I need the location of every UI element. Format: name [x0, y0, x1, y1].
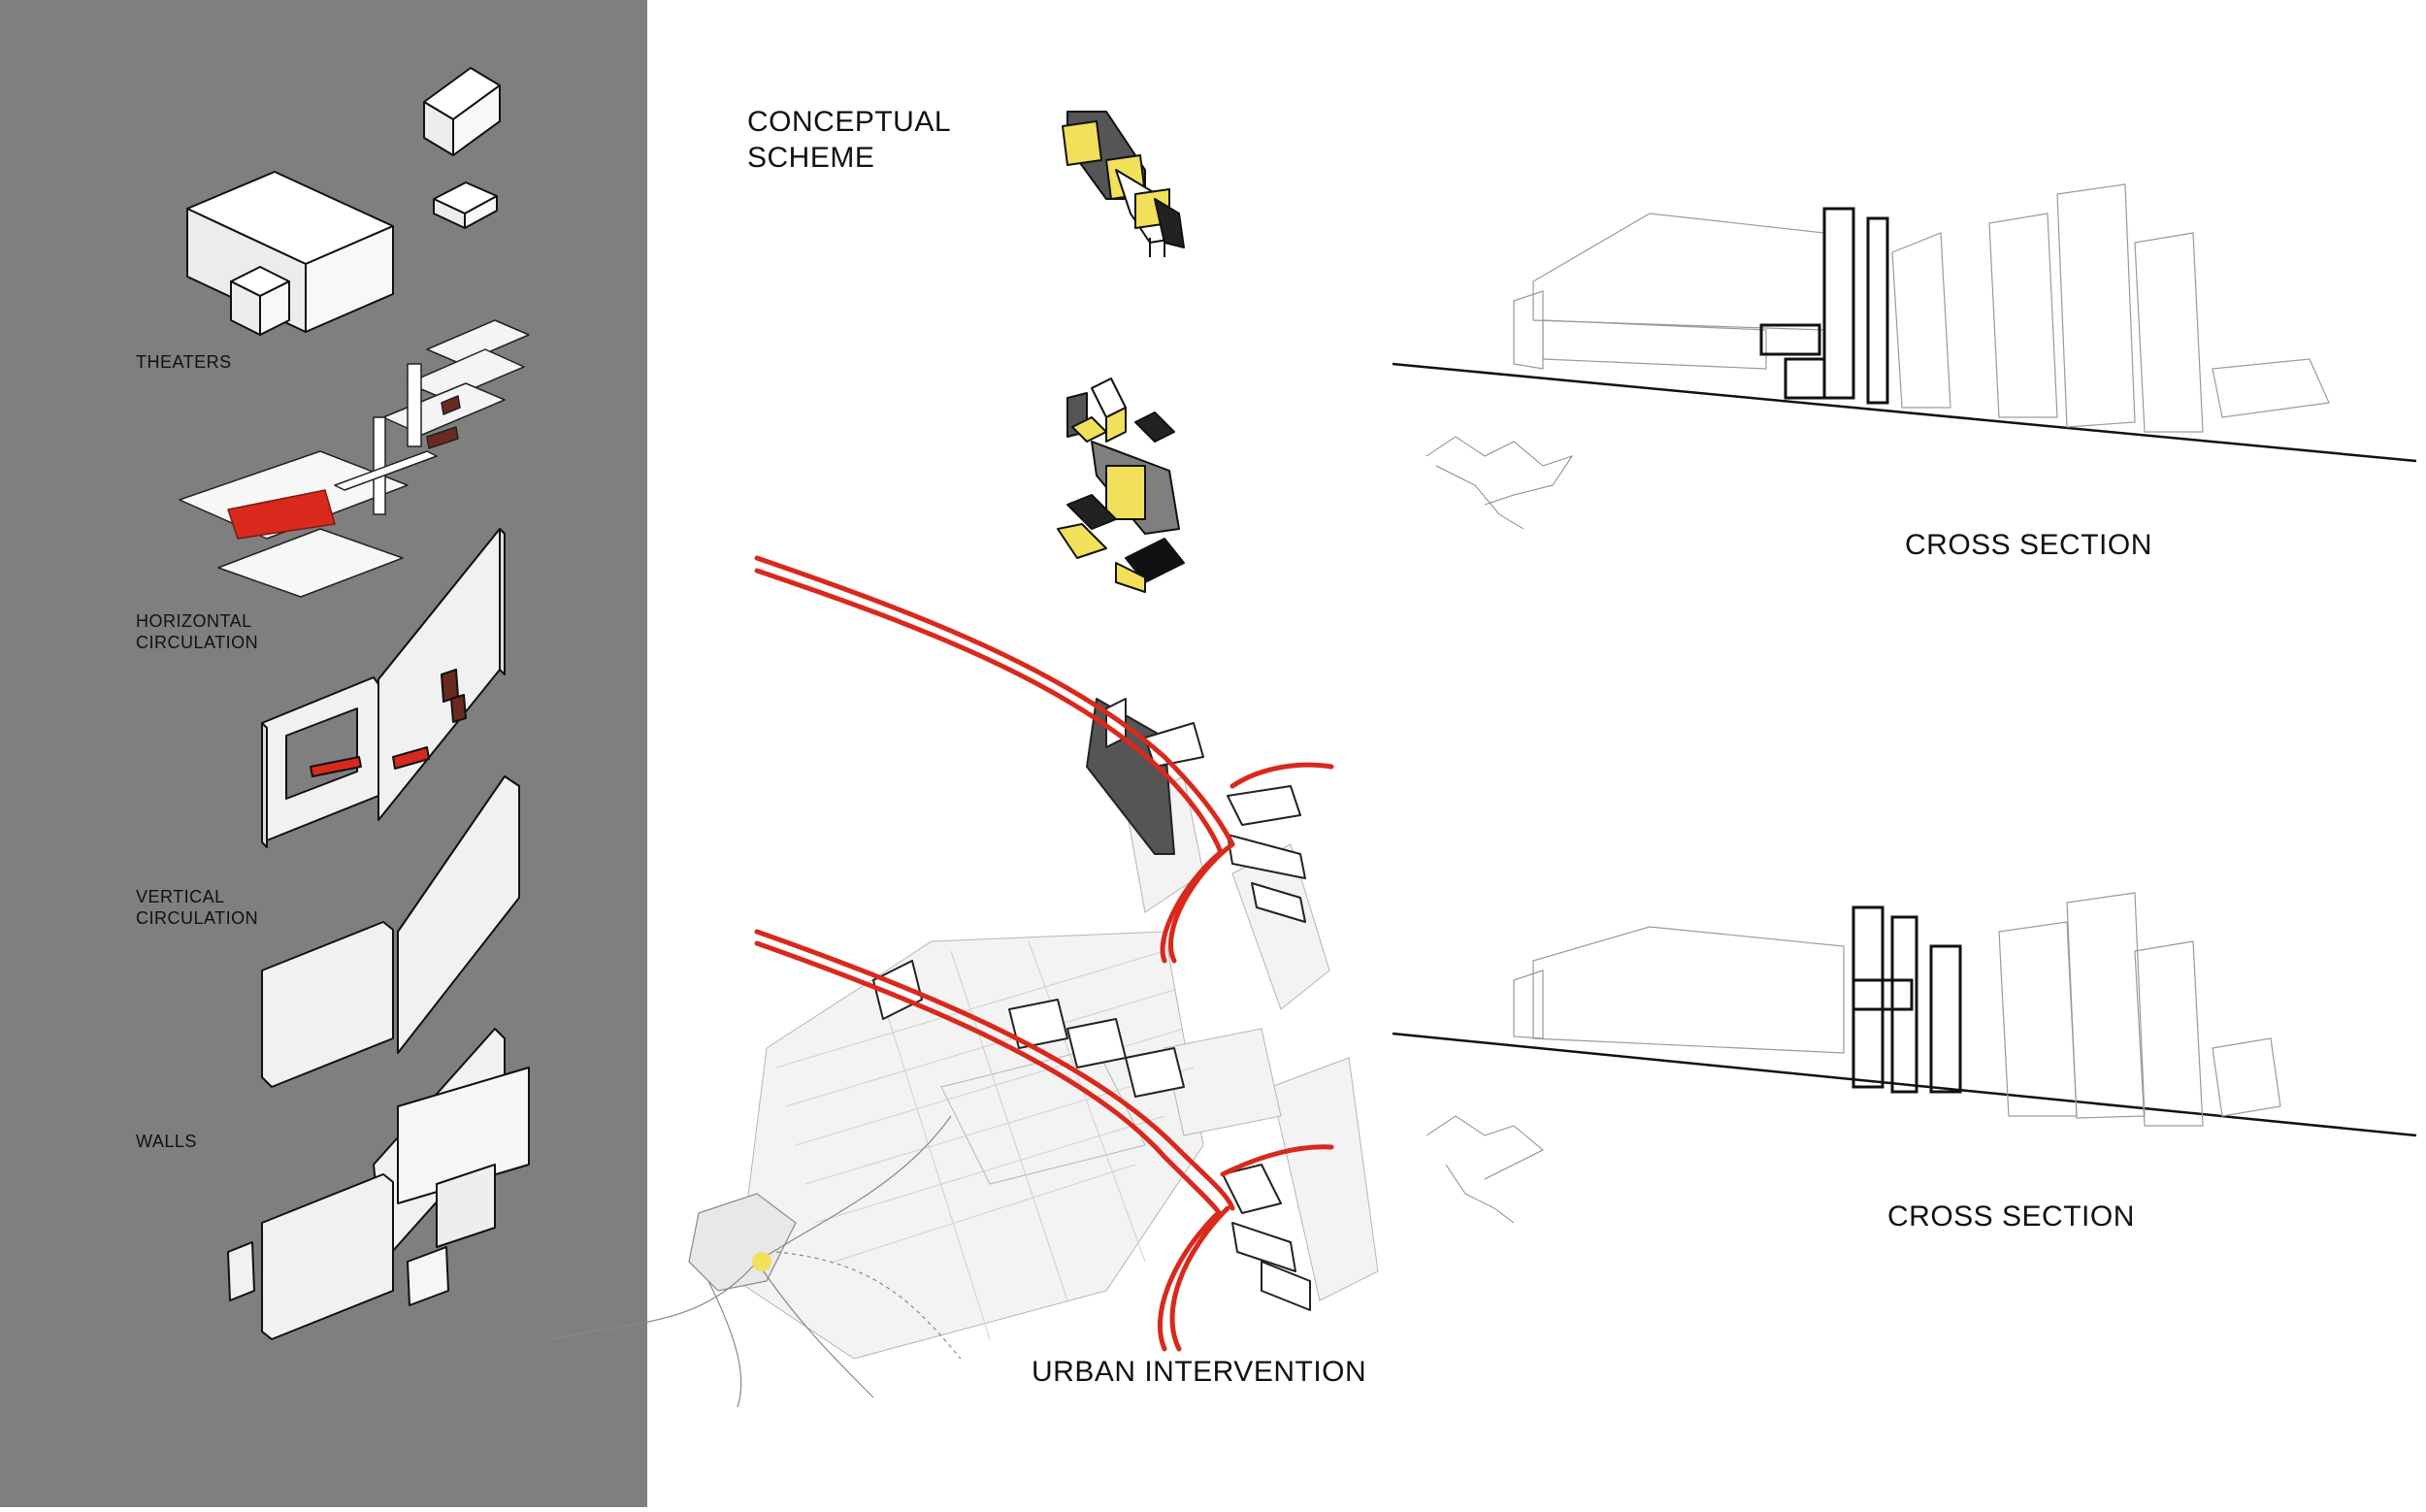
conceptual-label-line-2: SCHEME [747, 142, 875, 174]
walls-label-line-1: WALLS [136, 1132, 197, 1151]
label-horizontal-circulation: HORIZONTAL CIRCULATION [136, 610, 258, 653]
label-cross-section-1: CROSS SECTION [1905, 529, 2152, 561]
horizontal-circulation-slabs [179, 319, 530, 598]
theaters-label-line-1: THEATERS [136, 352, 232, 372]
theaters-volumes [186, 67, 501, 336]
label-walls: WALLS [136, 1131, 197, 1152]
conceptual-label-line-1: CONCEPTUAL [747, 106, 952, 138]
label-vertical-circulation: VERTICAL CIRCULATION [136, 886, 258, 929]
conceptual-scheme-model-exploded [1057, 378, 1185, 593]
walls-layers [227, 1028, 530, 1340]
label-theaters: THEATERS [136, 351, 232, 373]
cross-section-1-drawing [1392, 183, 2417, 530]
label-cross-section-2: CROSS SECTION [1887, 1200, 2135, 1233]
vertical-label-line-2: CIRCULATION [136, 908, 259, 928]
vertical-circulation-elements [261, 528, 506, 848]
exploded-axonometric-panel [0, 0, 647, 1507]
red-rail-lines [754, 555, 1334, 1352]
vertical-circulation-walls [261, 775, 520, 1088]
urban-location-map [552, 1115, 962, 1408]
horizontal-label-line-2: CIRCULATION [136, 633, 259, 652]
conceptual-scheme-model-top [1062, 111, 1185, 257]
label-conceptual-scheme: CONCEPTUAL SCHEME [747, 104, 951, 176]
exploded-layers-drawing [0, 0, 647, 1507]
vertical-label-line-1: VERTICAL [136, 887, 225, 906]
horizontal-label-line-1: HORIZONTAL [136, 611, 252, 631]
label-urban-intervention: URBAN INTERVENTION [1032, 1356, 1367, 1388]
cross-section-2-drawing [1392, 892, 2417, 1224]
